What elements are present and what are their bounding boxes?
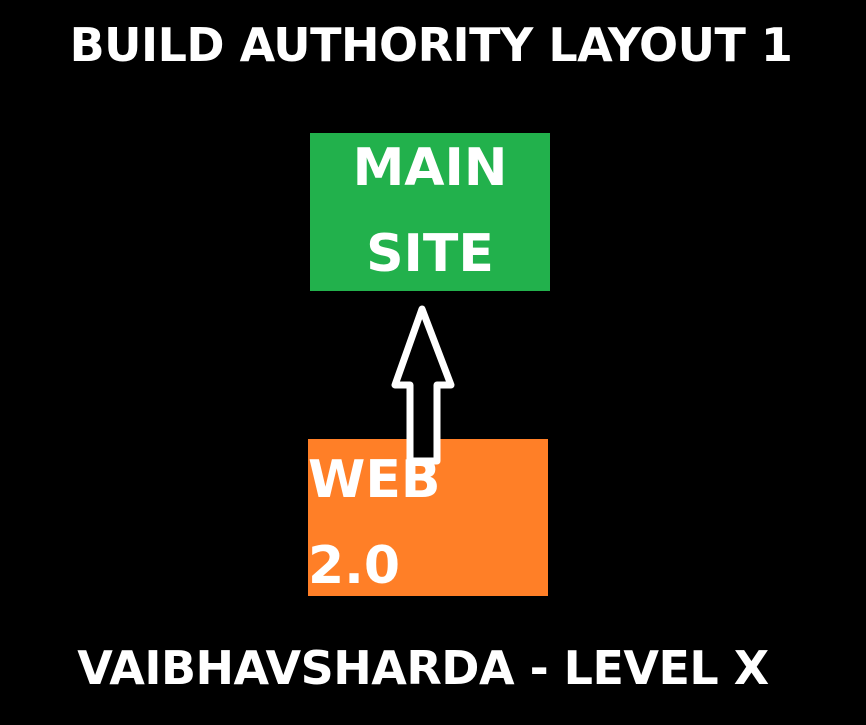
main-site-label-line2: SITE [366, 224, 494, 284]
web20-label: WEB 2.0 [308, 449, 441, 596]
arrow-web20-to-main [391, 305, 455, 465]
diagram-title: BUILD AUTHORITY LAYOUT 1 [69, 18, 793, 72]
footer-text: VAIBHAVSHARDA - LEVEL X [77, 641, 769, 695]
web20-node: WEB 2.0 [308, 439, 548, 596]
main-site-node: MAIN SITE [310, 133, 550, 291]
main-site-label-line1: MAIN [352, 138, 508, 199]
